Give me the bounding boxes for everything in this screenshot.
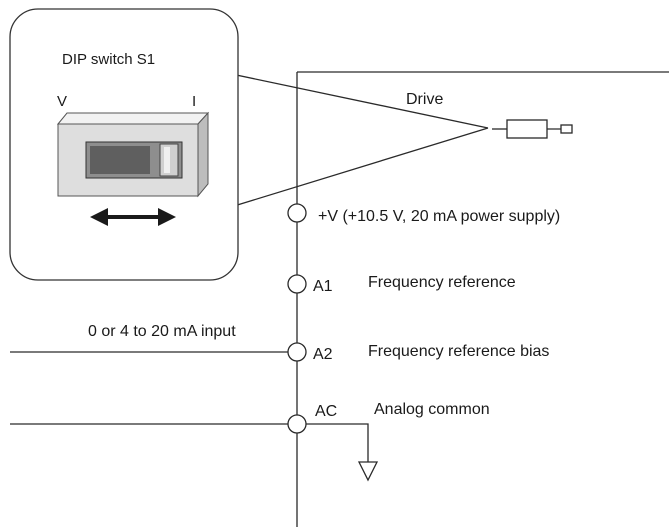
terminal-a2: 0 or 4 to 20 mA input A2 Frequency refer… bbox=[10, 323, 549, 363]
terminal-ac-description: Analog common bbox=[374, 401, 490, 418]
terminal-a2-name: A2 bbox=[313, 346, 333, 363]
resistor-icon bbox=[492, 119, 573, 139]
terminal-a1: A1 Frequency reference bbox=[287, 274, 516, 295]
terminal-circle bbox=[287, 203, 307, 223]
ground-wire bbox=[306, 423, 369, 462]
drive-label: Drive bbox=[406, 91, 443, 108]
terminal-a1-description: Frequency reference bbox=[368, 274, 516, 291]
terminal-circle bbox=[287, 274, 307, 294]
double-arrow-icon bbox=[90, 208, 176, 226]
callout-title: DIP switch S1 bbox=[62, 51, 155, 68]
terminal-plus-v-description: +V (+10.5 V, 20 mA power supply) bbox=[318, 208, 560, 225]
ground-icon bbox=[357, 461, 379, 482]
terminal-plus-v: +V (+10.5 V, 20 mA power supply) bbox=[287, 203, 560, 225]
terminal-a1-name: A1 bbox=[313, 278, 333, 295]
terminal-circle bbox=[287, 342, 307, 362]
terminal-circle bbox=[287, 414, 307, 434]
drive-boundary bbox=[296, 71, 669, 527]
dip-switch-callout: DIP switch S1 V I bbox=[9, 8, 239, 281]
switch-label-i: I bbox=[192, 93, 196, 110]
terminal-ac-name: AC bbox=[315, 403, 337, 420]
input-label: 0 or 4 to 20 mA input bbox=[88, 323, 236, 340]
dip-switch-icon bbox=[56, 111, 210, 198]
terminal-ac: AC Analog common bbox=[10, 401, 490, 482]
switch-label-v: V bbox=[57, 93, 67, 110]
terminal-a2-description: Frequency reference bias bbox=[368, 343, 549, 360]
callout-leader bbox=[202, 67, 489, 215]
